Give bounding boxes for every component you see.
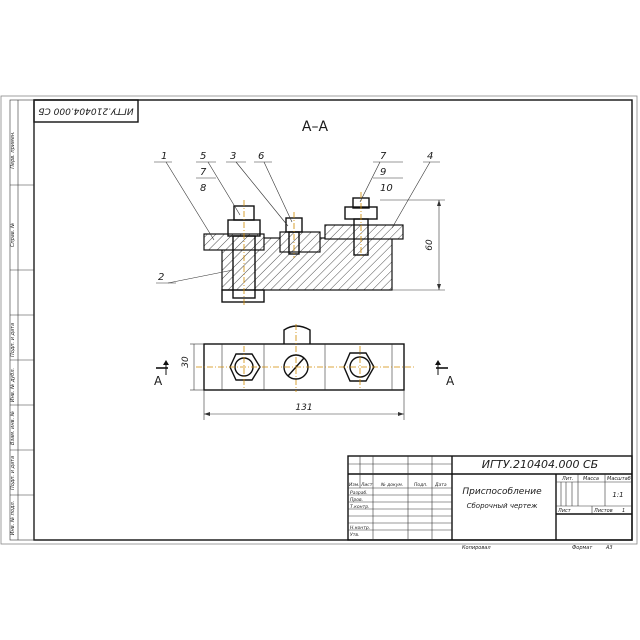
role-prov: Пров.	[350, 497, 363, 503]
col-sign: Подп.	[414, 482, 428, 488]
section-label: А–А	[302, 119, 329, 135]
callout-10: 10	[380, 183, 393, 194]
left-flange	[203, 233, 265, 251]
tb-name-1: Приспособление	[462, 487, 542, 497]
tb-sheets: Листов	[593, 508, 613, 514]
tb-scale: Масштаб	[607, 476, 631, 482]
tb-name-2: Сборочный чертеж	[467, 502, 538, 510]
right-flange	[324, 224, 404, 240]
strip-cell-3: Подп. и дата	[10, 323, 16, 357]
strip-cell-7: Инв. № подл.	[10, 501, 16, 536]
section-mark-right: А	[446, 374, 455, 388]
format-value: А3	[605, 545, 613, 551]
dim-height-text: 60	[425, 239, 435, 251]
strip-cell-5: Взам. инв. №	[10, 411, 16, 445]
tb-sheet: Лист	[557, 508, 572, 514]
rotated-designation-box: ИГТУ.210404.000 СБ	[33, 99, 139, 123]
callout-7a: 7	[200, 167, 207, 178]
callout-2: 2	[158, 272, 164, 283]
plan-view: А А 30 131	[154, 324, 455, 420]
col-izm: Изм.	[349, 482, 360, 488]
title-block: Изм. Лист № докум. Подп. Дата Разраб. Пр…	[347, 455, 633, 541]
tb-sheets-value: 1	[622, 508, 625, 514]
section-mark-left: А	[154, 374, 163, 388]
col-date: Дата	[434, 482, 447, 488]
col-docnum: № докум.	[380, 482, 403, 488]
copied-label: Копировал	[462, 545, 491, 551]
callout-7b: 7	[380, 151, 387, 162]
sheet-outer-border	[0, 95, 638, 545]
tb-mass: Масса	[583, 476, 599, 482]
col-list: Лист	[360, 482, 373, 488]
strip-cell-2: Справ. №	[10, 223, 16, 247]
tb-scale-value: 1:1	[612, 491, 623, 499]
dimension-height: 60	[380, 199, 445, 291]
callout-3: 3	[230, 151, 236, 162]
role-razrab: Разраб.	[350, 490, 368, 496]
rotated-designation-text: ИГТУ.210404.000 СБ	[38, 106, 133, 116]
format-label: Формат	[572, 545, 593, 551]
dim-length-text: 131	[295, 403, 312, 413]
center-pad	[279, 231, 321, 253]
strip-cell-6: Подп. и дата	[10, 456, 16, 490]
callout-4: 4	[427, 151, 433, 162]
strip-cell-1: Перв. примен.	[10, 131, 16, 169]
callout-5: 5	[200, 151, 206, 162]
tb-designation: ИГТУ.210404.000 СБ	[482, 458, 598, 471]
left-bolt	[221, 200, 265, 306]
callout-8: 8	[200, 183, 206, 194]
callout-9: 9	[380, 167, 386, 178]
strip-cell-4: Инв. № дубл.	[10, 368, 16, 402]
side-strip: Перв. примен. Справ. № Подп. и дата Инв.…	[9, 99, 35, 541]
callout-6: 6	[258, 151, 264, 162]
section-view: 60 1 5 7 8 3 6 7 9 10 4	[154, 151, 445, 306]
role-utv: Утв.	[350, 532, 359, 538]
leader-lines	[154, 161, 440, 284]
callout-1: 1	[161, 151, 167, 162]
center-screw	[285, 212, 303, 258]
tb-lit: Лит.	[561, 476, 574, 482]
dim-width-text: 30	[181, 356, 191, 368]
right-bolt	[344, 192, 378, 258]
role-nkontr: Н.контр.	[350, 525, 370, 531]
role-tkontr: Т.контр.	[350, 504, 370, 510]
